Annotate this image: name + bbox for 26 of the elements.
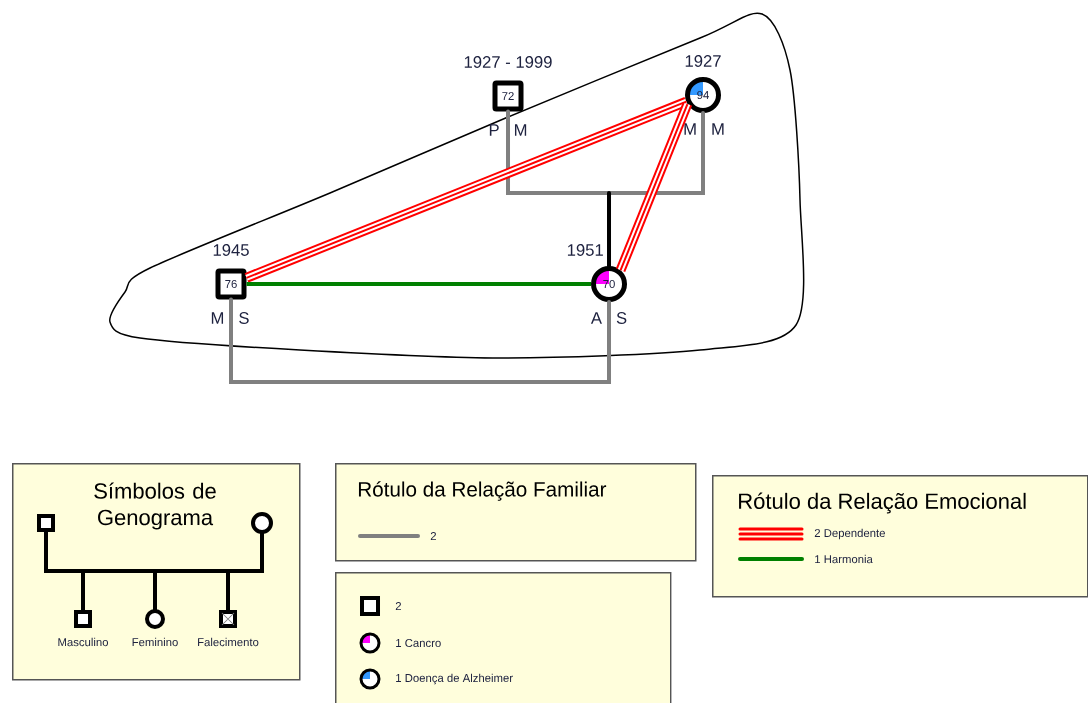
- initials-label: M S: [211, 312, 249, 324]
- legend-label: 2: [395, 602, 401, 610]
- family-line: [607, 191, 611, 268]
- legend-box: [335, 572, 672, 703]
- initials-label: A S: [590, 312, 627, 324]
- dependent-relation-line: [244, 97, 689, 283]
- symbol-label: Falecimento: [198, 637, 259, 647]
- legend-label: 1 Doença de Alzheimer: [396, 673, 513, 685]
- year-label: 1951: [567, 244, 603, 256]
- legend-label: 1 Harmonia: [815, 554, 873, 564]
- person-square: 72: [492, 80, 524, 112]
- initials-label: P M: [489, 124, 527, 136]
- person-square: 76: [215, 268, 247, 300]
- legend-label: 2: [430, 532, 436, 540]
- legend-label: 1 Cancro: [396, 639, 441, 647]
- initials-label: M M: [684, 123, 724, 135]
- family-line: [506, 109, 705, 195]
- year-label: 1927 - 1999: [464, 56, 552, 68]
- harmony-relation-line: [246, 282, 591, 286]
- symbol-label: Feminino: [132, 637, 178, 647]
- legend-label: 2 Dependente: [814, 528, 885, 540]
- dependent-relation-line: [615, 102, 693, 273]
- family-line: [229, 297, 611, 384]
- symbol-label: Masculino: [58, 637, 109, 647]
- year-label: 1945: [213, 244, 249, 256]
- year-label: 1927: [685, 55, 721, 67]
